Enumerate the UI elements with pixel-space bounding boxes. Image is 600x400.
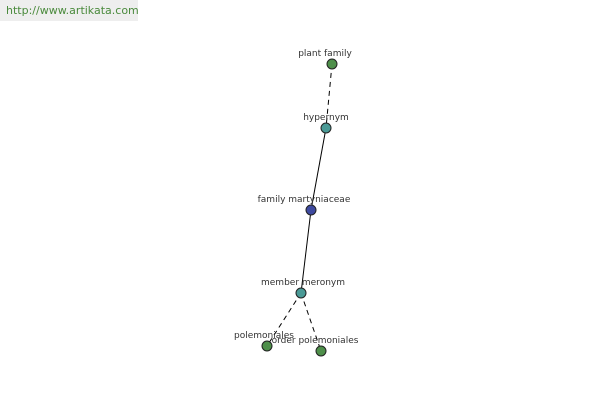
node-family-martyniaceae[interactable]: family martyniaceae — [258, 195, 351, 216]
node-plant-family[interactable]: plant family — [298, 49, 352, 70]
edge-member-meronym-order-polemoniales — [300, 292, 322, 352]
edge-plant-family-hypernym — [325, 63, 333, 129]
node-polemoniales-dot[interactable] — [261, 340, 273, 352]
node-order-polemoniales-label: order polemoniales — [272, 336, 359, 346]
node-plant-family-dot[interactable] — [326, 58, 338, 70]
graph-edges — [266, 63, 333, 352]
node-member-meronym-dot[interactable] — [295, 287, 307, 299]
node-hypernym-label: hypernym — [303, 113, 349, 123]
edge-member-meronym-polemoniales — [266, 292, 302, 347]
node-plant-family-label: plant family — [298, 49, 352, 59]
node-family-martyniaceae-label: family martyniaceae — [258, 195, 351, 205]
edge-family-martyniaceae-member-meronym — [300, 209, 312, 294]
edge-hypernym-family-martyniaceae — [310, 127, 327, 211]
watermark-url: http://www.artikata.com — [0, 0, 139, 21]
graph-nodes: plant family hypernym family martyniacea… — [234, 49, 359, 357]
node-order-polemoniales[interactable]: order polemoniales — [272, 336, 359, 357]
node-polemoniales-label: polemoniales — [234, 331, 294, 341]
node-member-meronym-label: member meronym — [261, 278, 345, 288]
node-family-martyniaceae-dot[interactable] — [305, 204, 317, 216]
node-hypernym[interactable]: hypernym — [303, 113, 349, 134]
node-hypernym-dot[interactable] — [320, 122, 332, 134]
node-order-polemoniales-dot[interactable] — [315, 345, 327, 357]
node-polemoniales[interactable]: polemoniales — [234, 331, 294, 352]
node-member-meronym[interactable]: member meronym — [261, 278, 345, 299]
